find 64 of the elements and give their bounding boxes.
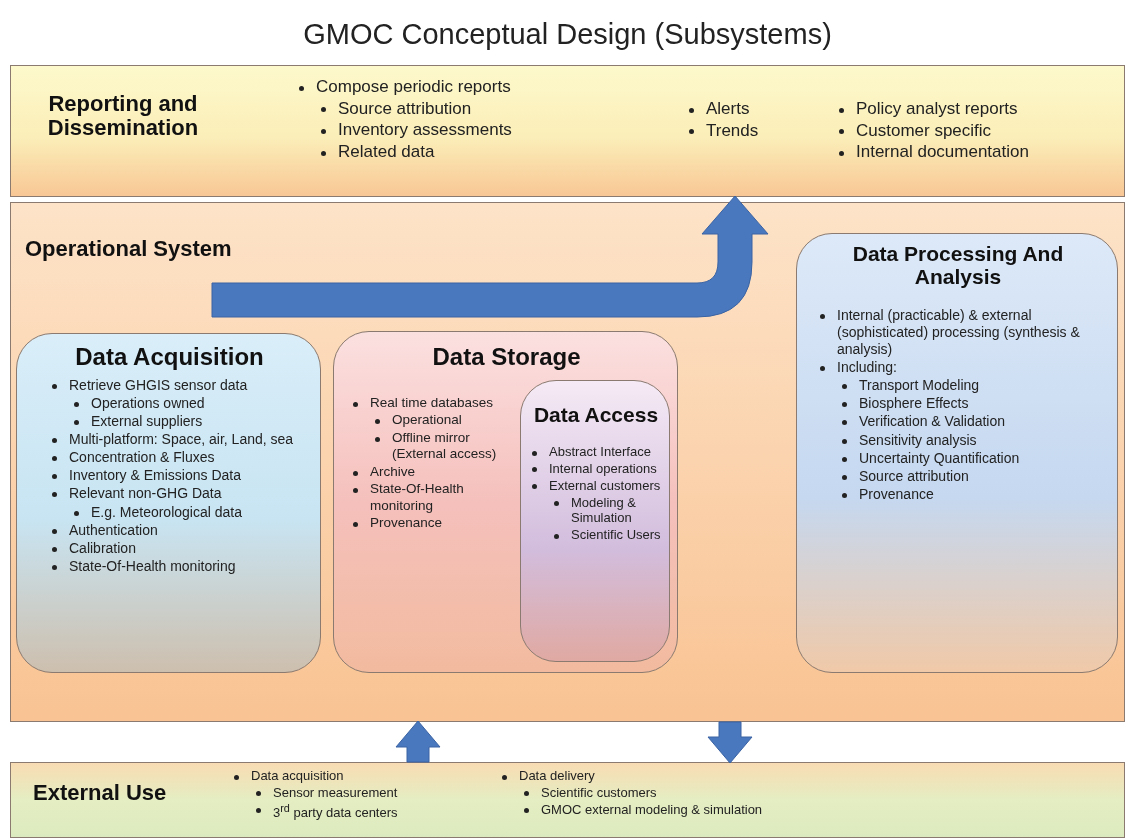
block-arrow [211,195,769,318]
bullet-item: Inventory assessments [338,120,512,140]
box-heading: Data Processing And Analysis [851,242,1065,289]
bullet-item: Inventory & Emissions Data [69,467,241,484]
bullet-item: Verification & Validation [859,413,1006,430]
subsystem-box [16,333,321,673]
bullet-item: Scientific Users [571,527,661,543]
subsystem-box [520,380,670,662]
bullet-item: Including: [837,359,897,376]
bullet-item: Source attribution [859,467,969,484]
box-heading: Reporting and Dissemination [46,92,200,141]
bullet-item: Archive [370,463,415,479]
bullet-item: Multi-platform: Space, air, Land, sea [69,431,294,448]
bullet-item: Internal documentation [856,142,1029,162]
bullet-item: Operational [392,412,462,428]
bullet-item: Source attribution [338,98,472,118]
bullet-item: Provenance [859,485,934,502]
bullet-item: Data delivery [519,768,595,783]
bullet-item: Authentication [69,521,158,538]
bullet-item: Biosphere Effects [859,395,969,412]
box-heading: Data Access [532,403,660,427]
box-heading: Data Acquisition [74,344,265,371]
bullet-item: Policy analyst reports [856,99,1018,118]
bullet-item: Compose periodic reports [316,77,511,96]
bullet-item: Related data [338,142,435,162]
system-panel [10,202,1125,722]
band-panel [10,65,1125,197]
bullet-item: Customer specific [856,120,992,140]
box-heading: External Use [33,781,168,806]
bullet-item: Operations owned [91,395,205,412]
bullet-item: Relevant non-GHG Data [69,485,222,502]
subsystem-box [796,233,1118,673]
bullet-item: State-Of-Health monitoring [69,557,236,574]
block-arrow [395,720,441,763]
bullet-item: 3$^{rd}$ party data centers [273,805,398,821]
bullet-item: Alerts [706,99,750,118]
bullet-item: Retrieve GHGIS sensor data [69,377,248,393]
bullet-item: Internal operations [549,460,657,476]
bullet-item: Transport Modeling [859,377,980,394]
bullet-item: Data acquisition [251,768,344,783]
bullet-item: Trends [706,120,759,140]
box-heading: Operational System [25,237,233,262]
bullet-item: Modeling & Simulation [571,494,637,526]
bullet-item: Calibration [69,539,136,556]
bullet-item: External customers [549,477,661,493]
subsystem-box [333,331,678,673]
diagram-title: GMOC Conceptual Design (Subsystems) [302,18,833,51]
bullet-item: Abstract Interface [549,444,651,459]
bullet-item: GMOC external modeling & simulation [541,801,763,817]
box-heading: Data Storage [431,344,582,371]
bullet-item: E.g. Meteorological data [91,503,242,520]
bullet-item: Sensitivity analysis [859,431,977,448]
bullet-item: Provenance [370,515,443,531]
bullet-item: Internal (practicable) & external (sophisticated) processing (synthesis & analysis) [837,307,1080,358]
bullet-item: Offline mirror (External access) [392,429,497,462]
band-panel [10,762,1125,838]
bullet-item: External suppliers [91,413,203,430]
block-arrow [707,721,753,764]
bullet-item: State-Of-Health monitoring [370,481,464,513]
bullet-item: Concentration & Fluxes [69,449,215,466]
bullet-item: Uncertainty Quantification [859,449,1020,466]
bullet-item: Real time databases [370,395,494,410]
bullet-item: Scientific customers [541,784,657,800]
bullet-item: Sensor measurement [273,784,398,800]
